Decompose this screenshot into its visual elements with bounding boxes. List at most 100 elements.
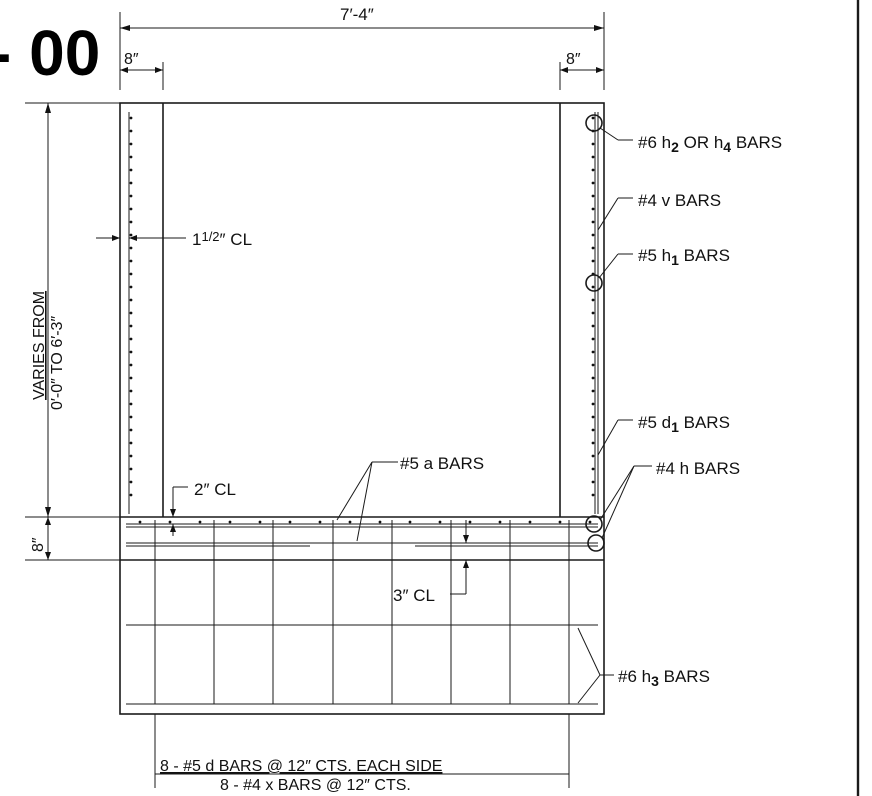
rebar-dot (129, 441, 133, 445)
h3-bars-label: #6 h3 BARS (618, 667, 710, 689)
rebar-dot (591, 116, 595, 120)
rebar-dot (498, 520, 502, 524)
rebar-dot (591, 233, 595, 237)
rebar-dot (129, 272, 133, 276)
rebar-dot (591, 493, 595, 497)
h-bars-label: #4 h BARS (656, 459, 740, 478)
left-wall-dimension: 8″ (120, 51, 164, 90)
leader-d1 (597, 419, 633, 456)
rebar-dot (591, 220, 595, 224)
rebar-dot (198, 520, 202, 524)
bottom-clearance-label: 2″ CL (194, 480, 236, 499)
leader-v-bars (597, 197, 633, 231)
h-bar-circle-upper (585, 515, 603, 533)
rebar-dot (129, 454, 133, 458)
rebar-dots (129, 116, 595, 524)
rebar-dot (129, 246, 133, 250)
rebar-dot (129, 181, 133, 185)
rebar-dot (591, 337, 595, 341)
leader-h1 (598, 253, 633, 279)
rebar-dot (129, 350, 133, 354)
side-clearance-label: 11/2″ CL (192, 229, 252, 249)
wall-rebar (128, 112, 599, 514)
height-varies-label-1: VARIES FROM (31, 291, 48, 400)
h1-bars-label: #5 h1 BARS (638, 246, 730, 268)
rebar-dot (129, 337, 133, 341)
rebar-dot (558, 520, 562, 524)
rebar-dot (129, 220, 133, 224)
rebar-dot (591, 168, 595, 172)
rebar-dot (591, 311, 595, 315)
leader-h3 (577, 627, 614, 704)
rebar-dot (129, 389, 133, 393)
rebar-dot (591, 350, 595, 354)
rebar-dot (408, 520, 412, 524)
rebar-dot (129, 259, 133, 263)
structure-outline (119, 102, 605, 715)
rebar-dot (438, 520, 442, 524)
rebar-dot (591, 389, 595, 393)
sheet-id: - 00 (0, 17, 100, 89)
slab-thickness-label: 8″ (30, 537, 47, 552)
rebar-dot (129, 142, 133, 146)
rebar-dot (129, 402, 133, 406)
rebar-dot (348, 520, 352, 524)
rebar-dot (468, 520, 472, 524)
rebar-dot (591, 194, 595, 198)
rebar-dot (591, 181, 595, 185)
h2-bar-circle (585, 114, 603, 132)
h1-bar-circle (585, 274, 603, 292)
rebar-dot (288, 520, 292, 524)
rebar-dot (129, 194, 133, 198)
note-d-bars: 8 - #5 d BARS @ 12″ CTS. EACH SIDE (160, 758, 442, 775)
rebar-dot (591, 324, 595, 328)
h-bar-circle-lower (587, 534, 605, 552)
rebar-dot (528, 520, 532, 524)
rebar-dot (591, 259, 595, 263)
height-dimension (25, 102, 120, 561)
rebar-dot (168, 520, 172, 524)
rebar-dot (129, 493, 133, 497)
slab-clearance-label: 3″ CL (393, 586, 435, 605)
rebar-dot (591, 298, 595, 302)
rebar-dot (591, 428, 595, 432)
bar-circles (585, 114, 605, 552)
rebar-dot (129, 298, 133, 302)
a-bars-label: #5 a BARS (400, 454, 484, 473)
rebar-dot (258, 520, 262, 524)
bottom-notes-dimension (154, 714, 570, 788)
rebar-dot (129, 467, 133, 471)
rebar-dot (591, 142, 595, 146)
rebar-dot (378, 520, 382, 524)
rebar-dot (129, 285, 133, 289)
right-wall-dimension: 8″ (559, 51, 604, 90)
side-clearance-marker (96, 235, 186, 241)
rebar-dot (129, 376, 133, 380)
rebar-dot (129, 428, 133, 432)
overall-width-dimension: 7′-4″ (119, 5, 605, 90)
note-x-bars: 8 - #4 x BARS @ 12″ CTS. (220, 777, 411, 794)
leader-a-bars (336, 461, 398, 542)
rebar-dot (591, 363, 595, 367)
rebar-dot (129, 116, 133, 120)
rebar-dot (228, 520, 232, 524)
slab-rebar (126, 523, 598, 547)
v-bars-label: #4 v BARS (638, 191, 721, 210)
rebar-dot (591, 285, 595, 289)
right-wall-label: 8″ (566, 51, 581, 68)
left-wall-label: 8″ (124, 51, 139, 68)
rebar-dot (588, 520, 592, 524)
rebar-dot (591, 402, 595, 406)
rebar-dot (591, 480, 595, 484)
footing-grid (126, 520, 598, 705)
rebar-dot (591, 207, 595, 211)
rebar-dot (318, 520, 322, 524)
h2-h4-bars-label: #6 h2 OR h4 BARS (638, 133, 782, 155)
rebar-dot (591, 454, 595, 458)
rebar-dot (591, 467, 595, 471)
d1-bars-label: #5 d1 BARS (638, 413, 730, 435)
rebar-dot (591, 415, 595, 419)
rebar-dot (129, 168, 133, 172)
rebar-dot (129, 311, 133, 315)
